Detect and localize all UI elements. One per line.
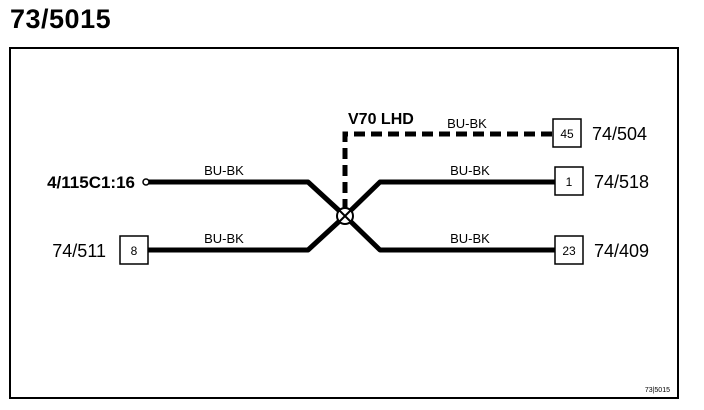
connector-ref-74-518: 74/518 — [594, 172, 649, 192]
terminal-label: 4/115C1:16 — [47, 173, 135, 192]
splice-node — [336, 207, 354, 225]
variant-label: V70 LHD — [348, 111, 414, 128]
wire-color-label-left-lower: BU-BK — [204, 231, 244, 246]
wire-right-lower — [343, 214, 555, 253]
wire-color-label-top: BU-BK — [447, 116, 487, 131]
pin-box-23 — [554, 235, 584, 265]
pin-box-8 — [119, 235, 149, 265]
pin-number-1: 1 — [566, 175, 573, 189]
pin-number-45: 45 — [560, 127, 574, 141]
pin-box-45 — [552, 118, 582, 148]
wire-right-upper — [343, 179, 555, 218]
footer-ref: 73|5015 — [645, 387, 670, 394]
pin-number-23: 23 — [562, 244, 576, 258]
connector-ref-74-511: 74/511 — [52, 241, 106, 261]
wire-top-dashed — [342, 131, 553, 210]
wire-color-label-left-upper: BU-BK — [204, 163, 244, 178]
connector-ref-74-504: 74/504 — [592, 124, 647, 144]
pin-box-1 — [554, 166, 584, 196]
page-title: 73/5015 — [10, 4, 112, 34]
pin-number-8: 8 — [131, 244, 138, 258]
diagram-frame — [9, 47, 679, 399]
terminal-circle — [142, 178, 150, 186]
wire-color-label-right-lower: BU-BK — [450, 231, 490, 246]
wire-left-upper — [148, 179, 347, 218]
wire-left-lower — [148, 214, 347, 253]
connector-ref-74-409: 74/409 — [594, 241, 649, 261]
wire-color-label-right-upper: BU-BK — [450, 163, 490, 178]
